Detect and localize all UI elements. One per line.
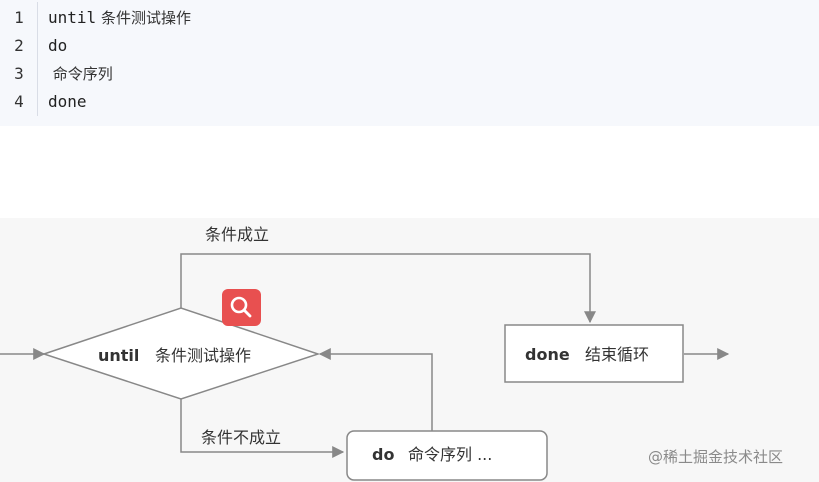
done-keyword: done (525, 345, 570, 364)
code-line: 3 命令序列 (0, 60, 819, 88)
gutter-divider (37, 2, 38, 116)
code-block: 1 until 条件测试操作 2 do 3 命令序列 4 done (0, 0, 819, 126)
code-text: do (48, 32, 67, 60)
code-line: 1 until 条件测试操作 (0, 4, 819, 32)
code-content: 条件测试操作 (96, 9, 191, 27)
do-box (346, 430, 548, 481)
line-number: 4 (14, 92, 24, 111)
search-icon (230, 296, 252, 318)
code-keyword: until (48, 8, 97, 27)
done-text: 结束循环 (585, 345, 649, 364)
code-line: 4 done (0, 88, 819, 116)
true-branch-connector (180, 253, 596, 324)
line-number: 3 (14, 64, 24, 83)
decision-diamond (41, 307, 321, 400)
line-number: 2 (14, 36, 24, 55)
loop-back-connector (318, 348, 433, 431)
do-keyword: do (372, 445, 394, 464)
false-branch-connector (180, 399, 345, 458)
line-number: 1 (14, 8, 24, 27)
do-text: 命令序列 ... (408, 445, 492, 464)
condition-true-label: 条件成立 (205, 225, 269, 244)
code-line: 2 do (0, 32, 819, 60)
done-box (504, 324, 684, 383)
code-text: done (48, 88, 87, 116)
watermark: @稀土掘金技术社区 (648, 448, 784, 466)
condition-false-label: 条件不成立 (201, 428, 281, 447)
code-content: 命令序列 (48, 65, 113, 83)
code-keyword: done (48, 92, 87, 111)
decision-text: 条件测试操作 (155, 346, 251, 365)
code-text: until 条件测试操作 (48, 4, 191, 32)
code-text: 命令序列 (48, 60, 113, 88)
code-keyword: do (48, 36, 68, 55)
search-badge[interactable] (222, 289, 261, 326)
decision-keyword: until (98, 346, 139, 365)
